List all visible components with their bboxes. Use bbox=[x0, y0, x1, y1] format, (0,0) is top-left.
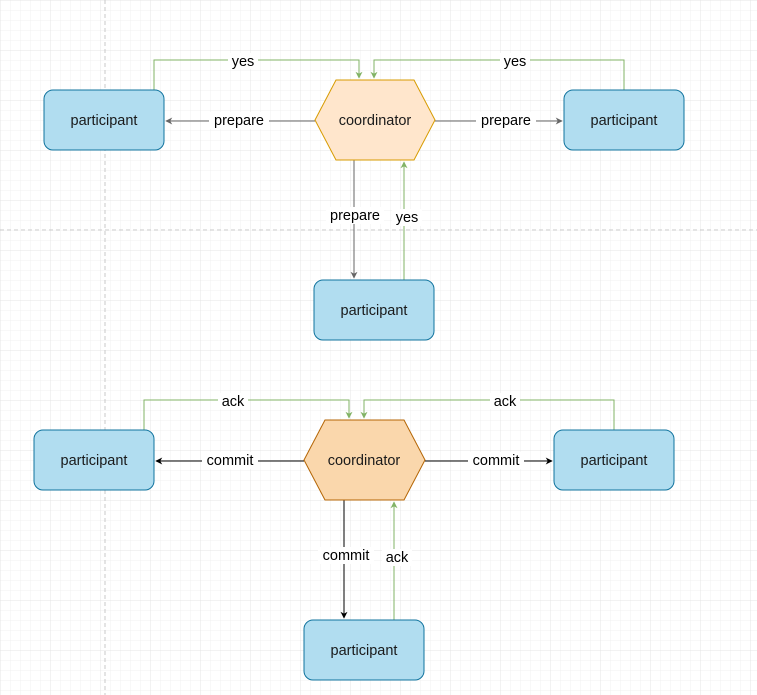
participant-label: participant bbox=[331, 643, 398, 659]
participant-label: participant bbox=[341, 303, 408, 319]
coordinator-label: coordinator bbox=[339, 113, 412, 129]
phase2-group: ack ack commit commit commit ack coordin… bbox=[33, 393, 675, 681]
label-bg bbox=[326, 207, 384, 224]
label-bg bbox=[228, 53, 258, 69]
label-commit-right: commit bbox=[473, 453, 520, 469]
participant-shape[interactable] bbox=[563, 89, 685, 151]
coordinator-node-phase1[interactable]: coordinator bbox=[314, 79, 436, 161]
participant-shape[interactable] bbox=[313, 279, 435, 341]
participant-label: participant bbox=[581, 453, 648, 469]
participant-node-phase2-bottom[interactable]: participant bbox=[303, 619, 425, 681]
participant-label: participant bbox=[591, 113, 658, 129]
coordinator-label: coordinator bbox=[328, 453, 401, 469]
label-bg bbox=[218, 393, 248, 409]
label-ack-left: ack bbox=[222, 394, 245, 410]
label-bg bbox=[318, 547, 374, 564]
label-prepare-bottom: prepare bbox=[330, 208, 380, 224]
label-commit-left: commit bbox=[207, 453, 254, 469]
label-bg bbox=[468, 452, 524, 469]
coordinator-node-phase2[interactable]: coordinator bbox=[303, 419, 426, 501]
label-bg bbox=[209, 112, 269, 129]
label-bg bbox=[382, 549, 412, 566]
label-yes-bottom: yes bbox=[396, 210, 419, 226]
participant-node-phase2-left[interactable]: participant bbox=[33, 429, 155, 491]
edge-yes-right[interactable] bbox=[370, 59, 625, 90]
participant-node-phase2-right[interactable]: participant bbox=[553, 429, 675, 491]
label-prepare-left: prepare bbox=[214, 113, 264, 129]
label-bg bbox=[476, 112, 536, 129]
participant-node-phase1-bottom[interactable]: participant bbox=[313, 279, 435, 341]
participant-shape[interactable] bbox=[43, 89, 165, 151]
participant-label: participant bbox=[71, 113, 138, 129]
label-commit-bottom: commit bbox=[323, 548, 370, 564]
label-yes-left: yes bbox=[232, 54, 255, 70]
participant-label: participant bbox=[61, 453, 128, 469]
label-bg bbox=[500, 53, 530, 69]
coordinator-shape[interactable] bbox=[303, 419, 426, 501]
phase1-group: yes yes prepare prepare prepare yes coor… bbox=[43, 53, 685, 341]
coordinator-shape[interactable] bbox=[314, 79, 436, 161]
label-bg bbox=[202, 452, 258, 469]
participant-node-phase1-left[interactable]: participant bbox=[43, 89, 165, 151]
label-ack-right: ack bbox=[494, 394, 517, 410]
label-yes-right: yes bbox=[504, 54, 527, 70]
participant-node-phase1-right[interactable]: participant bbox=[563, 89, 685, 151]
edge-ack-right[interactable] bbox=[360, 399, 615, 430]
label-bg bbox=[490, 393, 520, 409]
participant-shape[interactable] bbox=[33, 429, 155, 491]
label-prepare-right: prepare bbox=[481, 113, 531, 129]
label-ack-bottom: ack bbox=[386, 550, 409, 566]
participant-shape[interactable] bbox=[303, 619, 425, 681]
participant-shape[interactable] bbox=[553, 429, 675, 491]
label-bg bbox=[392, 209, 422, 226]
